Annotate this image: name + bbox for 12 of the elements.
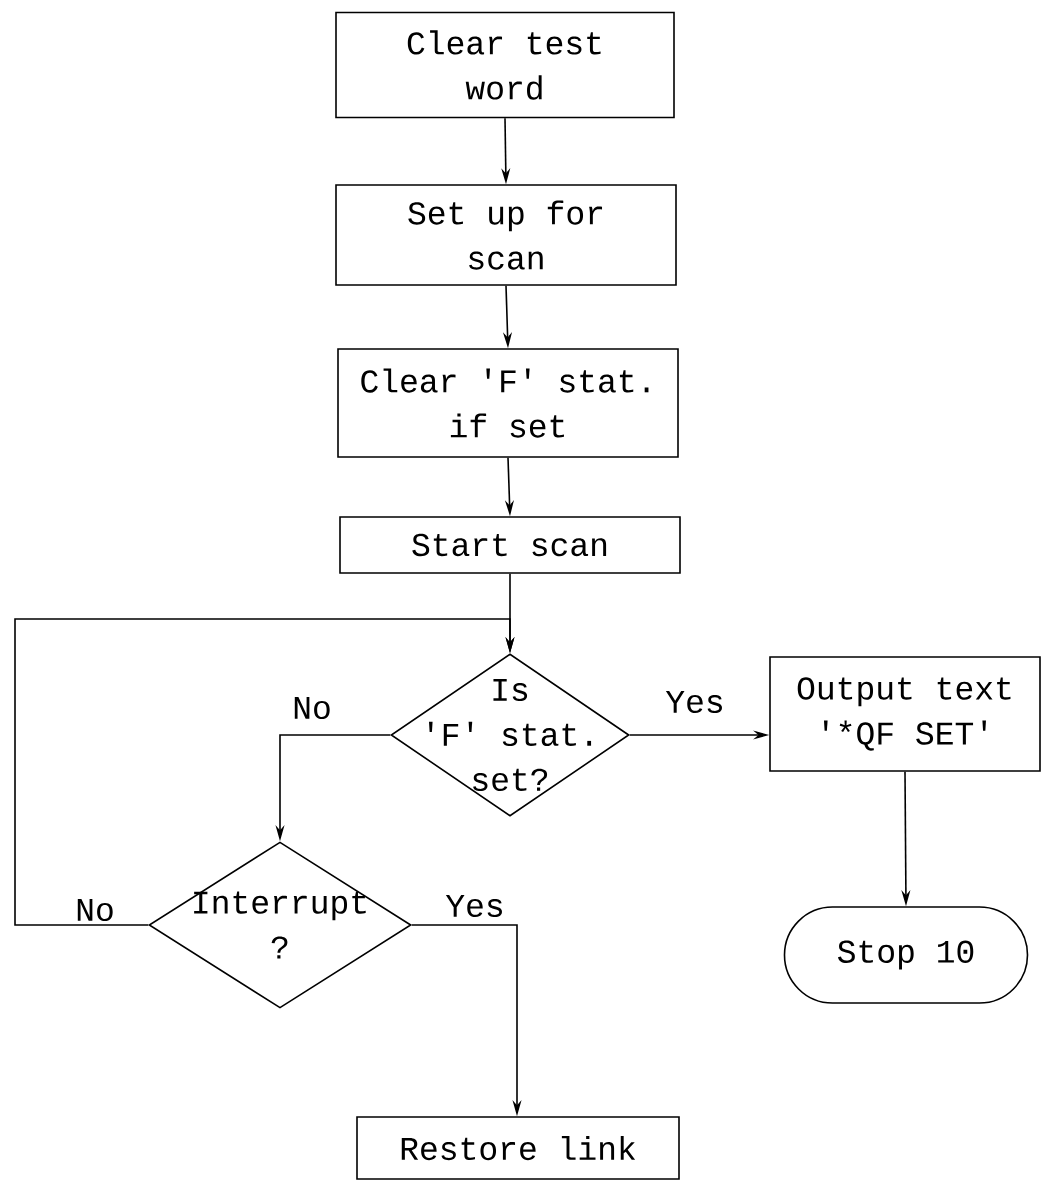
process-box: Clear 'F' stat. if set xyxy=(337,348,679,458)
process-box: Set up for scan xyxy=(335,184,677,286)
edge-label: No xyxy=(291,696,333,721)
arrow xyxy=(14,618,515,926)
edge-label: No xyxy=(74,898,116,923)
terminal-box: Stop 10 xyxy=(783,906,1029,1004)
process-box: Clear test word xyxy=(335,11,675,119)
edge-label: Yes xyxy=(664,690,726,715)
process-box: Restore link xyxy=(356,1116,680,1180)
process-box: Output text '*QF SET' xyxy=(769,656,1041,772)
process-box: Start scan xyxy=(339,516,681,574)
edge-label: Yes xyxy=(444,894,506,919)
